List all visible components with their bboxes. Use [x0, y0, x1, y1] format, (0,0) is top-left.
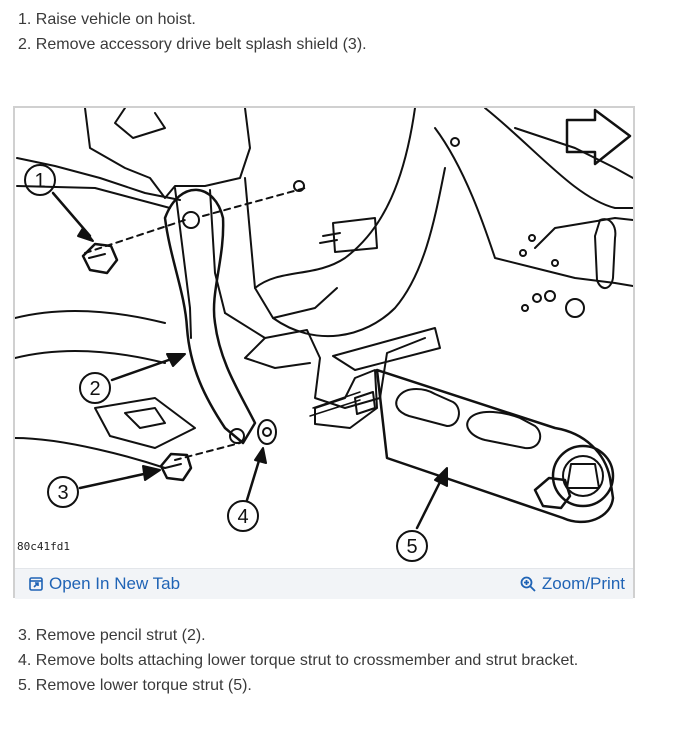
- svg-text:5: 5: [406, 536, 417, 558]
- open-new-tab-icon: [29, 577, 43, 591]
- open-in-new-tab-label: Open In New Tab: [49, 574, 181, 593]
- figure-code: 80c41fd1: [17, 540, 70, 553]
- zoom-print-label: Zoom/Print: [541, 574, 625, 593]
- callout-3: 3: [47, 465, 161, 508]
- step-item: 5. Remove lower torque strut (5).: [18, 677, 252, 694]
- callout-1: 1: [24, 164, 94, 242]
- svg-text:1: 1: [34, 170, 45, 192]
- zoom-print-link[interactable]: Zoom/Print: [520, 574, 625, 594]
- step-item: 1. Raise vehicle on hoist.: [18, 11, 196, 28]
- figure-toolbar: Open In New Tab Zoom/Print: [15, 568, 633, 599]
- figure-container: 1 2 3 4 5: [13, 106, 635, 599]
- zoom-icon: [520, 576, 536, 592]
- svg-text:4: 4: [237, 506, 248, 528]
- svg-text:3: 3: [57, 482, 68, 504]
- callout-2: 2: [79, 353, 186, 404]
- svg-text:2: 2: [89, 378, 100, 400]
- steps-after-list: 3. Remove pencil strut (2). 4. Remove bo…: [18, 623, 578, 698]
- step-item: 2. Remove accessory drive belt splash sh…: [18, 36, 367, 53]
- callout-5: 5: [396, 467, 448, 562]
- callout-4: 4: [227, 447, 267, 532]
- torque-strut-diagram: 1 2 3 4 5: [15, 108, 633, 562]
- steps-before-list: 1. Raise vehicle on hoist. 2. Remove acc…: [18, 7, 367, 57]
- step-item: 3. Remove pencil strut (2).: [18, 627, 206, 644]
- open-in-new-tab-link[interactable]: Open In New Tab: [29, 574, 180, 594]
- step-item: 4. Remove bolts attaching lower torque s…: [18, 652, 579, 669]
